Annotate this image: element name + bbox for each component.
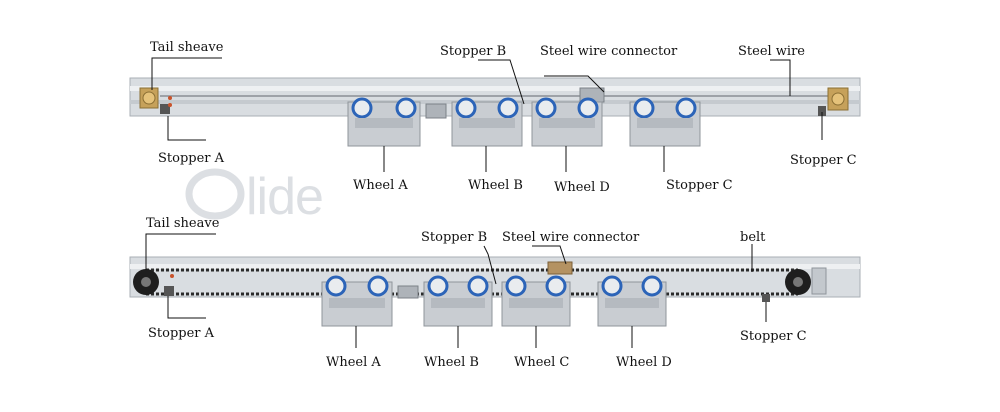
bottom-wheel-c: [501, 275, 571, 327]
top-tail-sheave: [139, 87, 159, 109]
bottom-label-stopper-a: Stopper A: [148, 326, 215, 341]
top-label-tail-sheave: Tail sheave: [150, 40, 224, 55]
top-wheel-d: [531, 97, 603, 147]
top-track: Tail sheave Stopper A Stopper B Steel wi…: [129, 40, 861, 195]
bottom-stopper-a: [164, 274, 174, 296]
bottom-track: Tail sheave Stopper A Stopper B Steel wi…: [129, 216, 861, 370]
top-label-stopper-b: Stopper B: [440, 44, 506, 59]
top-stopper-c: [818, 87, 849, 116]
bottom-stopper-b-block: [397, 285, 419, 299]
bottom-wheel-d: [597, 275, 667, 327]
top-label-stopper-c-mid: Stopper C: [666, 178, 733, 193]
bottom-label-stopper-b: Stopper B: [421, 230, 487, 245]
bottom-wheel-a: [321, 275, 393, 327]
bottom-label-wheel-b: Wheel B: [424, 355, 479, 370]
bottom-tail-sheave: [133, 269, 159, 295]
bottom-label-belt: belt: [740, 230, 766, 245]
top-label-steel-wire: Steel wire: [738, 44, 805, 59]
bottom-steel-wire-connector: [547, 261, 573, 275]
brand-watermark: lide: [185, 168, 324, 226]
bottom-wheel-b: [423, 275, 493, 327]
top-stopper-b-block: [425, 103, 447, 119]
bottom-leader-lines: [145, 233, 767, 348]
top-label-stopper-c: Stopper C: [790, 153, 857, 168]
bottom-label-tail-sheave: Tail sheave: [146, 216, 220, 231]
bottom-label-stopper-c: Stopper C: [740, 329, 807, 344]
bottom-label-wheel-a: Wheel A: [326, 355, 381, 370]
top-label-wheel-d: Wheel D: [554, 180, 610, 195]
bottom-label-steel-wire-connector: Steel wire connector: [502, 230, 640, 245]
top-label-wheel-a: Wheel A: [353, 178, 408, 193]
bottom-label-wheel-d: Wheel D: [616, 355, 672, 370]
top-wheel-b: [451, 97, 523, 147]
watermark-text: lide: [246, 168, 323, 226]
top-wheel-a: [347, 97, 421, 147]
top-leader-lines: [151, 57, 823, 172]
bottom-label-wheel-c: Wheel C: [514, 355, 569, 370]
bottom-rail: [129, 256, 861, 298]
top-stopper-a: [160, 96, 172, 114]
bottom-stopper-c: [762, 267, 827, 302]
top-wheel-c: [629, 97, 701, 147]
top-label-stopper-a: Stopper A: [158, 151, 225, 166]
top-label-wheel-b: Wheel B: [468, 178, 523, 193]
top-label-steel-wire-connector: Steel wire connector: [540, 44, 678, 59]
